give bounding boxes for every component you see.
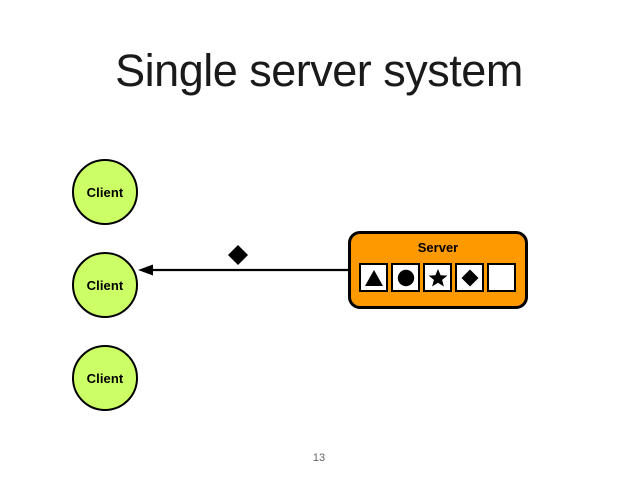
client-node-label: Client (86, 184, 124, 200)
queue-cell-diamond[interactable] (455, 263, 484, 292)
queue-cell-circle[interactable] (391, 263, 420, 292)
page-title: Single server system (115, 45, 523, 96)
circle-icon (397, 269, 414, 286)
server-node[interactable]: Server (348, 231, 528, 309)
client-node-2[interactable]: Client (72, 252, 138, 318)
queue-cell-triangle[interactable] (359, 263, 388, 292)
client-node-label: Client (86, 370, 124, 386)
client-node-1[interactable]: Client (72, 159, 138, 225)
in-flight-diamond-icon (228, 245, 248, 265)
client-node-label: Client (86, 277, 124, 293)
server-queue (359, 263, 516, 292)
star-icon (428, 268, 447, 286)
queue-cell-star[interactable] (423, 263, 452, 292)
triangle-icon (364, 269, 383, 286)
server-node-label: Server (417, 240, 459, 255)
diamond-icon (461, 269, 478, 286)
page-number: 13 (312, 452, 326, 464)
queue-cell-empty[interactable] (487, 263, 516, 292)
flow-arrow-server-to-client (138, 264, 354, 276)
client-node-3[interactable]: Client (72, 345, 138, 411)
empty-slot-icon (492, 268, 512, 288)
